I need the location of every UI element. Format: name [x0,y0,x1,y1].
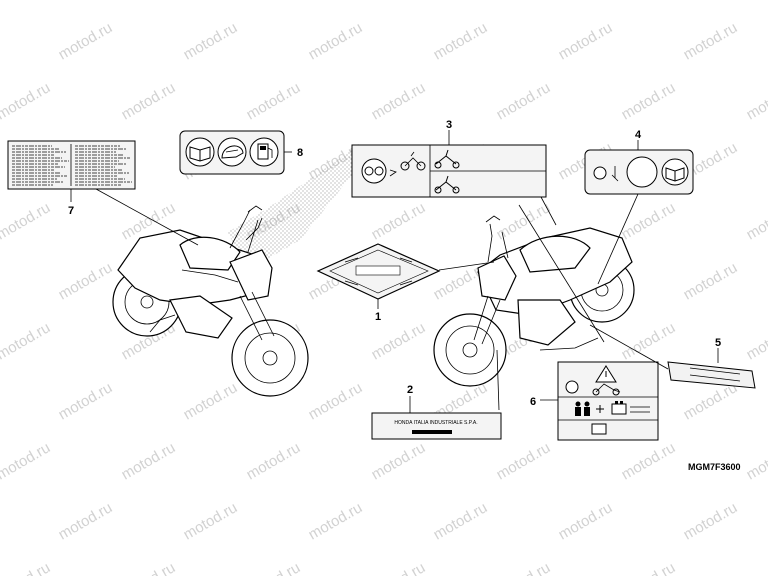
watermark-text: motod.ru [119,0,179,3]
watermark-text: motod.ru [244,559,304,576]
watermark-text: motod.ru [744,199,768,243]
watermark-text: motod.ru [556,19,616,63]
watermark-text: motod.ru [0,0,53,3]
watermark-text: motod.ru [619,0,679,3]
callout-7: 7 [68,205,74,217]
label-4-lamp-notice [584,149,694,195]
watermark-text: motod.ru [681,259,741,303]
watermark-text: motod.ru [0,319,53,363]
highlight-region [228,150,352,262]
fuel-icon [249,137,279,167]
callout-6: 6 [530,396,536,408]
watermark-text: motod.ru [744,319,768,363]
callout-1: 1 [375,311,381,323]
watermark-text: motod.ru [181,499,241,543]
label-3-rider-warning [351,144,547,198]
label-5-strip [667,361,756,389]
rider-icon [400,151,426,171]
watermark-text: motod.ru [494,0,554,3]
person-icon [575,401,590,416]
passenger-icon [434,149,460,194]
watermark-text: motod.ru [306,379,366,423]
watermark-text: motod.ru [0,79,53,123]
watermark-text: motod.ru [181,379,241,423]
part-code: MGM7F3600 [688,462,741,472]
watermark-text: motod.ru [494,559,554,576]
callout-2: 2 [407,384,413,396]
label-2-maker-plate: HONDA ITALIA INDUSTRIALE S.P.A. [371,412,502,440]
watermark-text: motod.ru [369,559,429,576]
label-1-diamond-emblem [316,243,441,300]
watermark-text: motod.ru [0,199,53,243]
watermark-text: motod.ru [369,439,429,483]
helmet-icon [217,137,247,167]
watermark-text: motod.ru [619,439,679,483]
callout-3: 3 [446,119,452,131]
watermark-text: motod.ru [369,79,429,123]
plate-text: HONDA ITALIA INDUSTRIALE S.P.A. [394,420,477,426]
watermark-text: motod.ru [56,19,116,63]
book-icon [661,158,689,186]
warning-icon [595,365,617,383]
watermark-text: motod.ru [619,199,679,243]
callout-numbers: 1 2 3 4 5 6 7 8 [68,119,721,408]
callout-8: 8 [297,147,303,159]
watermark-text: motod.ru [744,79,768,123]
motorcycle-right [433,215,635,387]
watermark-text: motod.ru [369,319,429,363]
watermark-text: motod.ru [744,559,768,576]
watermark-text: motod.ru [181,19,241,63]
watermark-text: motod.ru [56,259,116,303]
watermark-text: motod.ru [556,499,616,543]
goggles-icon [361,158,387,184]
watermark-text: motod.ru [619,79,679,123]
watermark-text: motod.ru [244,439,304,483]
label-6-battery-warning [557,361,659,441]
watermark-text: motod.ru [431,499,491,543]
watermark-text: motod.ru [119,439,179,483]
watermark-text: motod.ru [619,559,679,576]
label-8-icon-strip [179,130,285,175]
watermark-text: motod.ru [369,199,429,243]
watermark-text: motod.ru [306,19,366,63]
watermark-text: motod.ru [306,499,366,543]
watermark-text: motod.ru [0,439,53,483]
watermark-text: motod.ru [619,319,679,363]
watermark-text: motod.ru [56,499,116,543]
watermark-text: motod.ru [244,79,304,123]
motorcycle-left [112,205,309,397]
watermark-text: motod.ru [744,0,768,3]
callout-5: 5 [715,337,721,349]
watermark-text: motod.ru [244,0,304,3]
watermark-text: motod.ru [494,79,554,123]
watermark-text: motod.ru [431,19,491,63]
label-7-text-sheet [7,140,136,190]
watermark-text: motod.ru [494,199,554,243]
callout-4: 4 [635,129,642,141]
watermark-text: motod.ru [681,19,741,63]
battery-icon [591,401,627,435]
watermark-text: motod.ru [119,559,179,576]
watermark-text: motod.ru [681,499,741,543]
watermark-text: motod.ru [0,559,53,576]
watermark-text: motod.ru [56,379,116,423]
watermark-text: motod.ru [119,79,179,123]
leader-lines [70,130,719,413]
watermark-text: motod.ru [744,439,768,483]
book-icon [185,137,215,167]
watermark-text: motod.ru [369,0,429,3]
watermark-text: motod.ru [494,439,554,483]
bulb-icon [593,166,619,182]
